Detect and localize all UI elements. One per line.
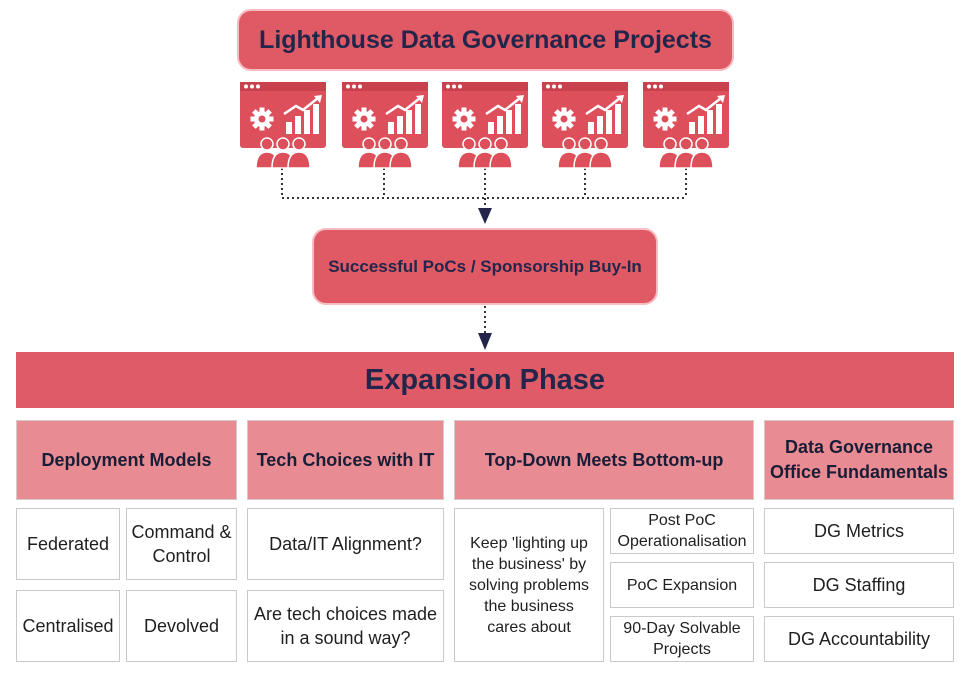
milestone-box: Successful PoCs / Sponsorship Buy-In	[312, 228, 658, 305]
dgo-cell: DG Metrics	[764, 508, 954, 554]
topdown-left-cell: Keep 'lighting up the business' by solvi…	[454, 508, 604, 662]
topdown-right-cell: Post PoC Operationalisation	[610, 508, 754, 554]
diagram-title: Lighthouse Data Governance Projects	[259, 25, 712, 54]
phase-banner: Expansion Phase	[16, 352, 954, 408]
deployment-cell: Devolved	[126, 590, 237, 662]
dgo-cell: DG Staffing	[764, 562, 954, 608]
topdown-right-cell: PoC Expansion	[610, 562, 754, 608]
deployment-cell: Command & Control	[126, 508, 237, 580]
project-dashboard-icon	[643, 82, 729, 170]
topdown-right-cell: 90-Day Solvable Projects	[610, 616, 754, 662]
milestone-label: Successful PoCs / Sponsorship Buy-In	[328, 256, 642, 276]
project-dashboard-icon	[442, 82, 528, 170]
dgo-header: Data Governance Office Fundamentals	[764, 420, 954, 500]
project-dashboard-icon	[542, 82, 628, 170]
topdown-header: Top-Down Meets Bottom-up	[454, 420, 754, 500]
project-dashboard-icon	[342, 82, 428, 170]
tech-cell: Are tech choices made in a sound way?	[247, 590, 444, 662]
deployment-cell: Centralised	[16, 590, 120, 662]
deployment-header: Deployment Models	[16, 420, 237, 500]
deployment-cell: Federated	[16, 508, 120, 580]
dgo-cell: DG Accountability	[764, 616, 954, 662]
project-dashboard-icon	[240, 82, 326, 170]
tech-cell: Data/IT Alignment?	[247, 508, 444, 580]
title-banner: Lighthouse Data Governance Projects	[237, 9, 734, 71]
phase-title: Expansion Phase	[364, 363, 606, 396]
tech-header: Tech Choices with IT	[247, 420, 444, 500]
